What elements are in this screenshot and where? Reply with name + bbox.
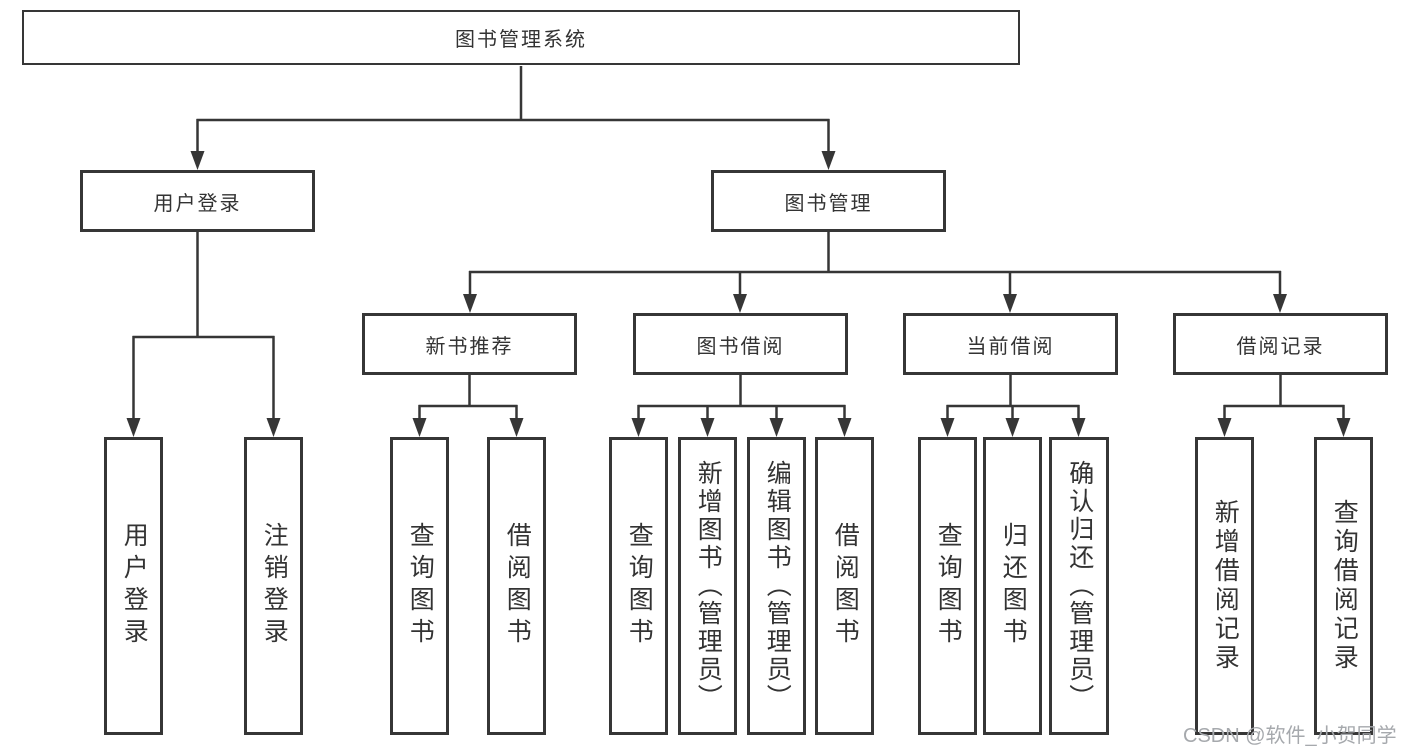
node-library-system-label: 图书管理系统 bbox=[455, 29, 587, 51]
leaf-recommend-borrow-books: 借阅图书 bbox=[487, 437, 546, 735]
leaf-user-login: 用户登录 bbox=[104, 437, 163, 735]
leaf-borrow-query-books-label: 查询图书 bbox=[625, 522, 654, 650]
node-new-book-recommend-label: 新书推荐 bbox=[425, 335, 514, 358]
node-borrow-records: 借阅记录 bbox=[1173, 313, 1388, 375]
leaf-add-borrow-record: 新增借阅记录 bbox=[1195, 437, 1254, 735]
node-book-borrow: 图书借阅 bbox=[633, 313, 848, 375]
leaf-current-query-books-label: 查询图书 bbox=[934, 522, 963, 650]
leaf-current-query-books: 查询图书 bbox=[918, 437, 977, 735]
node-book-borrow-label: 图书借阅 bbox=[696, 335, 785, 358]
node-current-borrow-label: 当前借阅 bbox=[966, 335, 1055, 358]
leaf-confirm-return-admin: 确认归还（管理员） bbox=[1049, 437, 1109, 735]
node-new-book-recommend: 新书推荐 bbox=[362, 313, 577, 375]
node-library-system: 图书管理系统 bbox=[22, 10, 1020, 65]
node-user-login-branch: 用户登录 bbox=[80, 170, 315, 232]
leaf-logout-label: 注销登录 bbox=[260, 522, 289, 650]
leaf-return-books-label: 归还图书 bbox=[999, 522, 1028, 650]
leaf-borrow-books: 借阅图书 bbox=[815, 437, 874, 735]
node-book-management-label: 图书管理 bbox=[784, 192, 873, 215]
node-current-borrow: 当前借阅 bbox=[903, 313, 1118, 375]
watermark: CSDN @软件_小贺同学 bbox=[1183, 725, 1397, 747]
leaf-recommend-borrow-books-label: 借阅图书 bbox=[503, 522, 532, 650]
node-user-login-branch-label: 用户登录 bbox=[153, 192, 242, 215]
leaf-recommend-query-books: 查询图书 bbox=[390, 437, 449, 735]
leaf-user-login-label: 用户登录 bbox=[120, 522, 149, 650]
leaf-add-borrow-record-label: 新增借阅记录 bbox=[1211, 499, 1240, 673]
leaf-edit-books-admin: 编辑图书（管理员） bbox=[747, 437, 806, 735]
leaf-confirm-return-admin-label: 确认归还（管理员） bbox=[1065, 460, 1094, 712]
leaf-add-books-admin-label: 新增图书（管理员） bbox=[694, 460, 723, 712]
node-book-management: 图书管理 bbox=[711, 170, 946, 232]
node-borrow-records-label: 借阅记录 bbox=[1236, 335, 1325, 358]
leaf-query-borrow-record-label: 查询借阅记录 bbox=[1330, 499, 1359, 673]
leaf-return-books: 归还图书 bbox=[983, 437, 1042, 735]
leaf-add-books-admin: 新增图书（管理员） bbox=[678, 437, 737, 735]
leaf-recommend-query-books-label: 查询图书 bbox=[406, 522, 435, 650]
arrowheads bbox=[126, 151, 1351, 437]
leaf-borrow-query-books: 查询图书 bbox=[609, 437, 668, 735]
leaf-query-borrow-record: 查询借阅记录 bbox=[1314, 437, 1373, 735]
leaf-edit-books-admin-label: 编辑图书（管理员） bbox=[763, 460, 792, 712]
leaf-logout: 注销登录 bbox=[244, 437, 303, 735]
connector-lines bbox=[132, 66, 1345, 421]
leaf-borrow-books-label: 借阅图书 bbox=[831, 522, 860, 650]
